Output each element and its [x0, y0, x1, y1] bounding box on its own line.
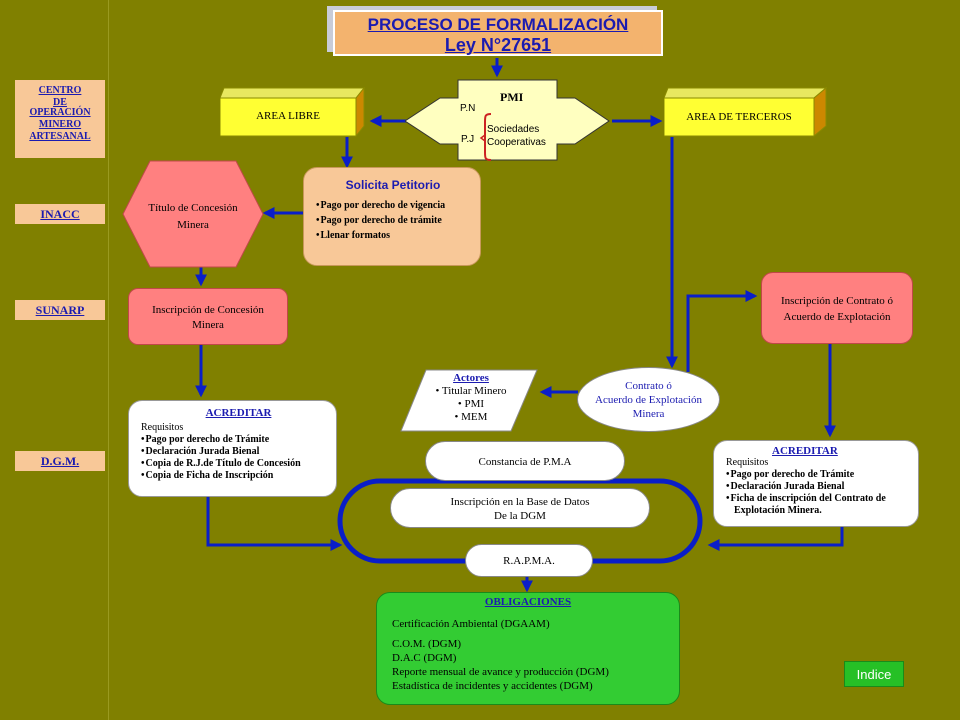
acreditar-right-item: Ficha de inscripción del Contrato de: [726, 493, 918, 505]
titulo-concesion-shape: [122, 160, 264, 268]
centro-line-1: CENTRO: [38, 85, 82, 96]
actores-item: • MEM: [454, 411, 488, 423]
titulo-concesion-text: Título de Concesión Minera: [122, 200, 264, 234]
actores-text: Actores • Titular Minero • PMI • MEM: [425, 372, 517, 424]
obligaciones-cert: Certificación Ambiental (DGAAM): [392, 618, 550, 630]
arrow-contrato-inscripcion: [686, 290, 758, 372]
actores-item: • Titular Minero: [435, 385, 507, 397]
actores-shape: [400, 369, 538, 432]
acreditar-left-item: Pago por derecho de Trámite: [141, 434, 336, 446]
contrato-line1: Contrato ó: [625, 380, 672, 392]
guide-line: [108, 0, 109, 720]
acreditar-left-heading: ACREDITAR: [205, 407, 272, 419]
acreditar-right-heading: ACREDITAR: [772, 445, 838, 457]
solicita-petitorio-box: Solicita Petitorio Pago por derecho de v…: [303, 167, 481, 266]
area-libre-shape: [220, 86, 366, 138]
obligaciones-line: Estadística de incidentes y accidentes (…: [392, 680, 593, 692]
sidebar-centro: CENTRO DE OPERACIÓN MINERO ARTESANAL: [15, 80, 105, 158]
page-title: PROCESO DE FORMALIZACIÓN Ley N°27651: [333, 10, 663, 56]
pmi-pj: P.J: [461, 134, 475, 145]
acreditar-left-item: Copia de Ficha de Inscripción: [141, 470, 336, 482]
inscripcion-concesion-line1: Inscripción de Concesión: [152, 304, 264, 316]
sidebar-dgm: D.G.M.: [15, 451, 105, 471]
indice-button[interactable]: Indice: [844, 661, 904, 687]
contrato-oval: Contrato ó Acuerdo de Explotación Minera: [577, 367, 720, 432]
inscripcion-contrato-line1: Inscripción de Contrato ó: [780, 295, 894, 307]
sidebar-sunarp: SUNARP: [15, 300, 105, 320]
inscripcion-concesion-box: Inscripción de Concesión Minera: [128, 288, 288, 345]
cycle-loop: [337, 478, 703, 564]
area-terceros-shape: [664, 86, 828, 138]
acreditar-left-item: Copia de R.J.de Título de Concesión: [141, 458, 336, 470]
pmi-label: PMI: [500, 90, 524, 104]
solicita-list: Pago por derecho de vigencia Pago por de…: [316, 198, 470, 243]
rapma-pill: R.A.P.M.A.: [465, 544, 593, 577]
obligaciones-line: D.A.C (DGM): [392, 652, 457, 664]
centro-line-3: OPERACIÓN: [29, 107, 91, 118]
inscripcion-base-line2: De la DGM: [494, 510, 546, 522]
contrato-line3: Minera: [632, 408, 665, 420]
area-libre-label: AREA LIBRE: [256, 110, 320, 122]
obligaciones-box: OBLIGACIONES Certificación Ambiental (DG…: [376, 592, 680, 705]
acreditar-right-requisitos: Requisitos: [726, 457, 769, 468]
acreditar-right-item: Pago por derecho de Trámite: [726, 469, 918, 481]
acreditar-right-list: Pago por derecho de Trámite Declaración …: [726, 469, 918, 505]
inscripcion-base-line1: Inscripción en la Base de Datos: [450, 496, 590, 508]
inscripcion-contrato-line2: Acuerdo de Explotación: [783, 311, 891, 323]
pmi-double-arrow: [405, 79, 610, 161]
inscripcion-concesion-line2: Minera: [192, 319, 224, 331]
solicita-item: Pago por derecho de vigencia: [316, 198, 470, 213]
obligaciones-line: C.O.M. (DGM): [392, 638, 462, 650]
area-terceros-label: AREA DE TERCEROS: [686, 111, 792, 123]
inscripcion-base-pill: Inscripción en la Base de Datos De la DG…: [390, 488, 650, 528]
actores-item: • PMI: [457, 398, 485, 410]
acreditar-right-box: ACREDITAR Requisitos Pago por derecho de…: [713, 440, 919, 527]
pmi-sociedades: Sociedades: [487, 124, 540, 135]
titulo-line2: Minera: [177, 219, 209, 231]
centro-line-4: MINERO: [38, 119, 82, 130]
obligaciones-heading: OBLIGACIONES: [484, 596, 572, 608]
inscripcion-contrato-box: Inscripción de Contrato ó Acuerdo de Exp…: [761, 272, 913, 344]
pmi-pn: P.N: [460, 103, 476, 114]
acreditar-left-list: Pago por derecho de Trámite Declaración …: [141, 434, 336, 482]
acreditar-right-continuation: Explotación Minera.: [734, 505, 822, 516]
constancia-pill: Constancia de P.M.A: [425, 441, 625, 481]
acreditar-left-box: ACREDITAR Requisitos Pago por derecho de…: [128, 400, 337, 497]
sidebar-inacc: INACC: [15, 204, 105, 224]
title-line2: Ley N°27651: [444, 35, 552, 55]
acreditar-left-requisitos: Requisitos: [141, 422, 184, 433]
acreditar-left-item: Declaración Jurada Bienal: [141, 446, 336, 458]
title-line1: PROCESO DE FORMALIZACIÓN: [367, 15, 629, 34]
arrow-acreditar-right-rapma: [707, 527, 844, 551]
arrow-acreditar-left-rapma: [206, 497, 343, 551]
pmi-cooperativas: Cooperativas: [487, 137, 546, 148]
solicita-item: Pago por derecho de trámite: [316, 213, 470, 228]
solicita-heading: Solicita Petitorio: [345, 178, 441, 192]
centro-line-5: ARTESANAL: [29, 131, 91, 142]
actores-heading: Actores: [453, 372, 489, 384]
titulo-line1: Título de Concesión: [148, 202, 238, 214]
centro-line-2: DE: [53, 97, 67, 108]
acreditar-right-item: Declaración Jurada Bienal: [726, 481, 918, 493]
contrato-line2: Acuerdo de Explotación: [595, 394, 702, 406]
obligaciones-line: Reporte mensual de avance y producción (…: [392, 666, 609, 678]
solicita-item: Llenar formatos: [316, 228, 470, 243]
